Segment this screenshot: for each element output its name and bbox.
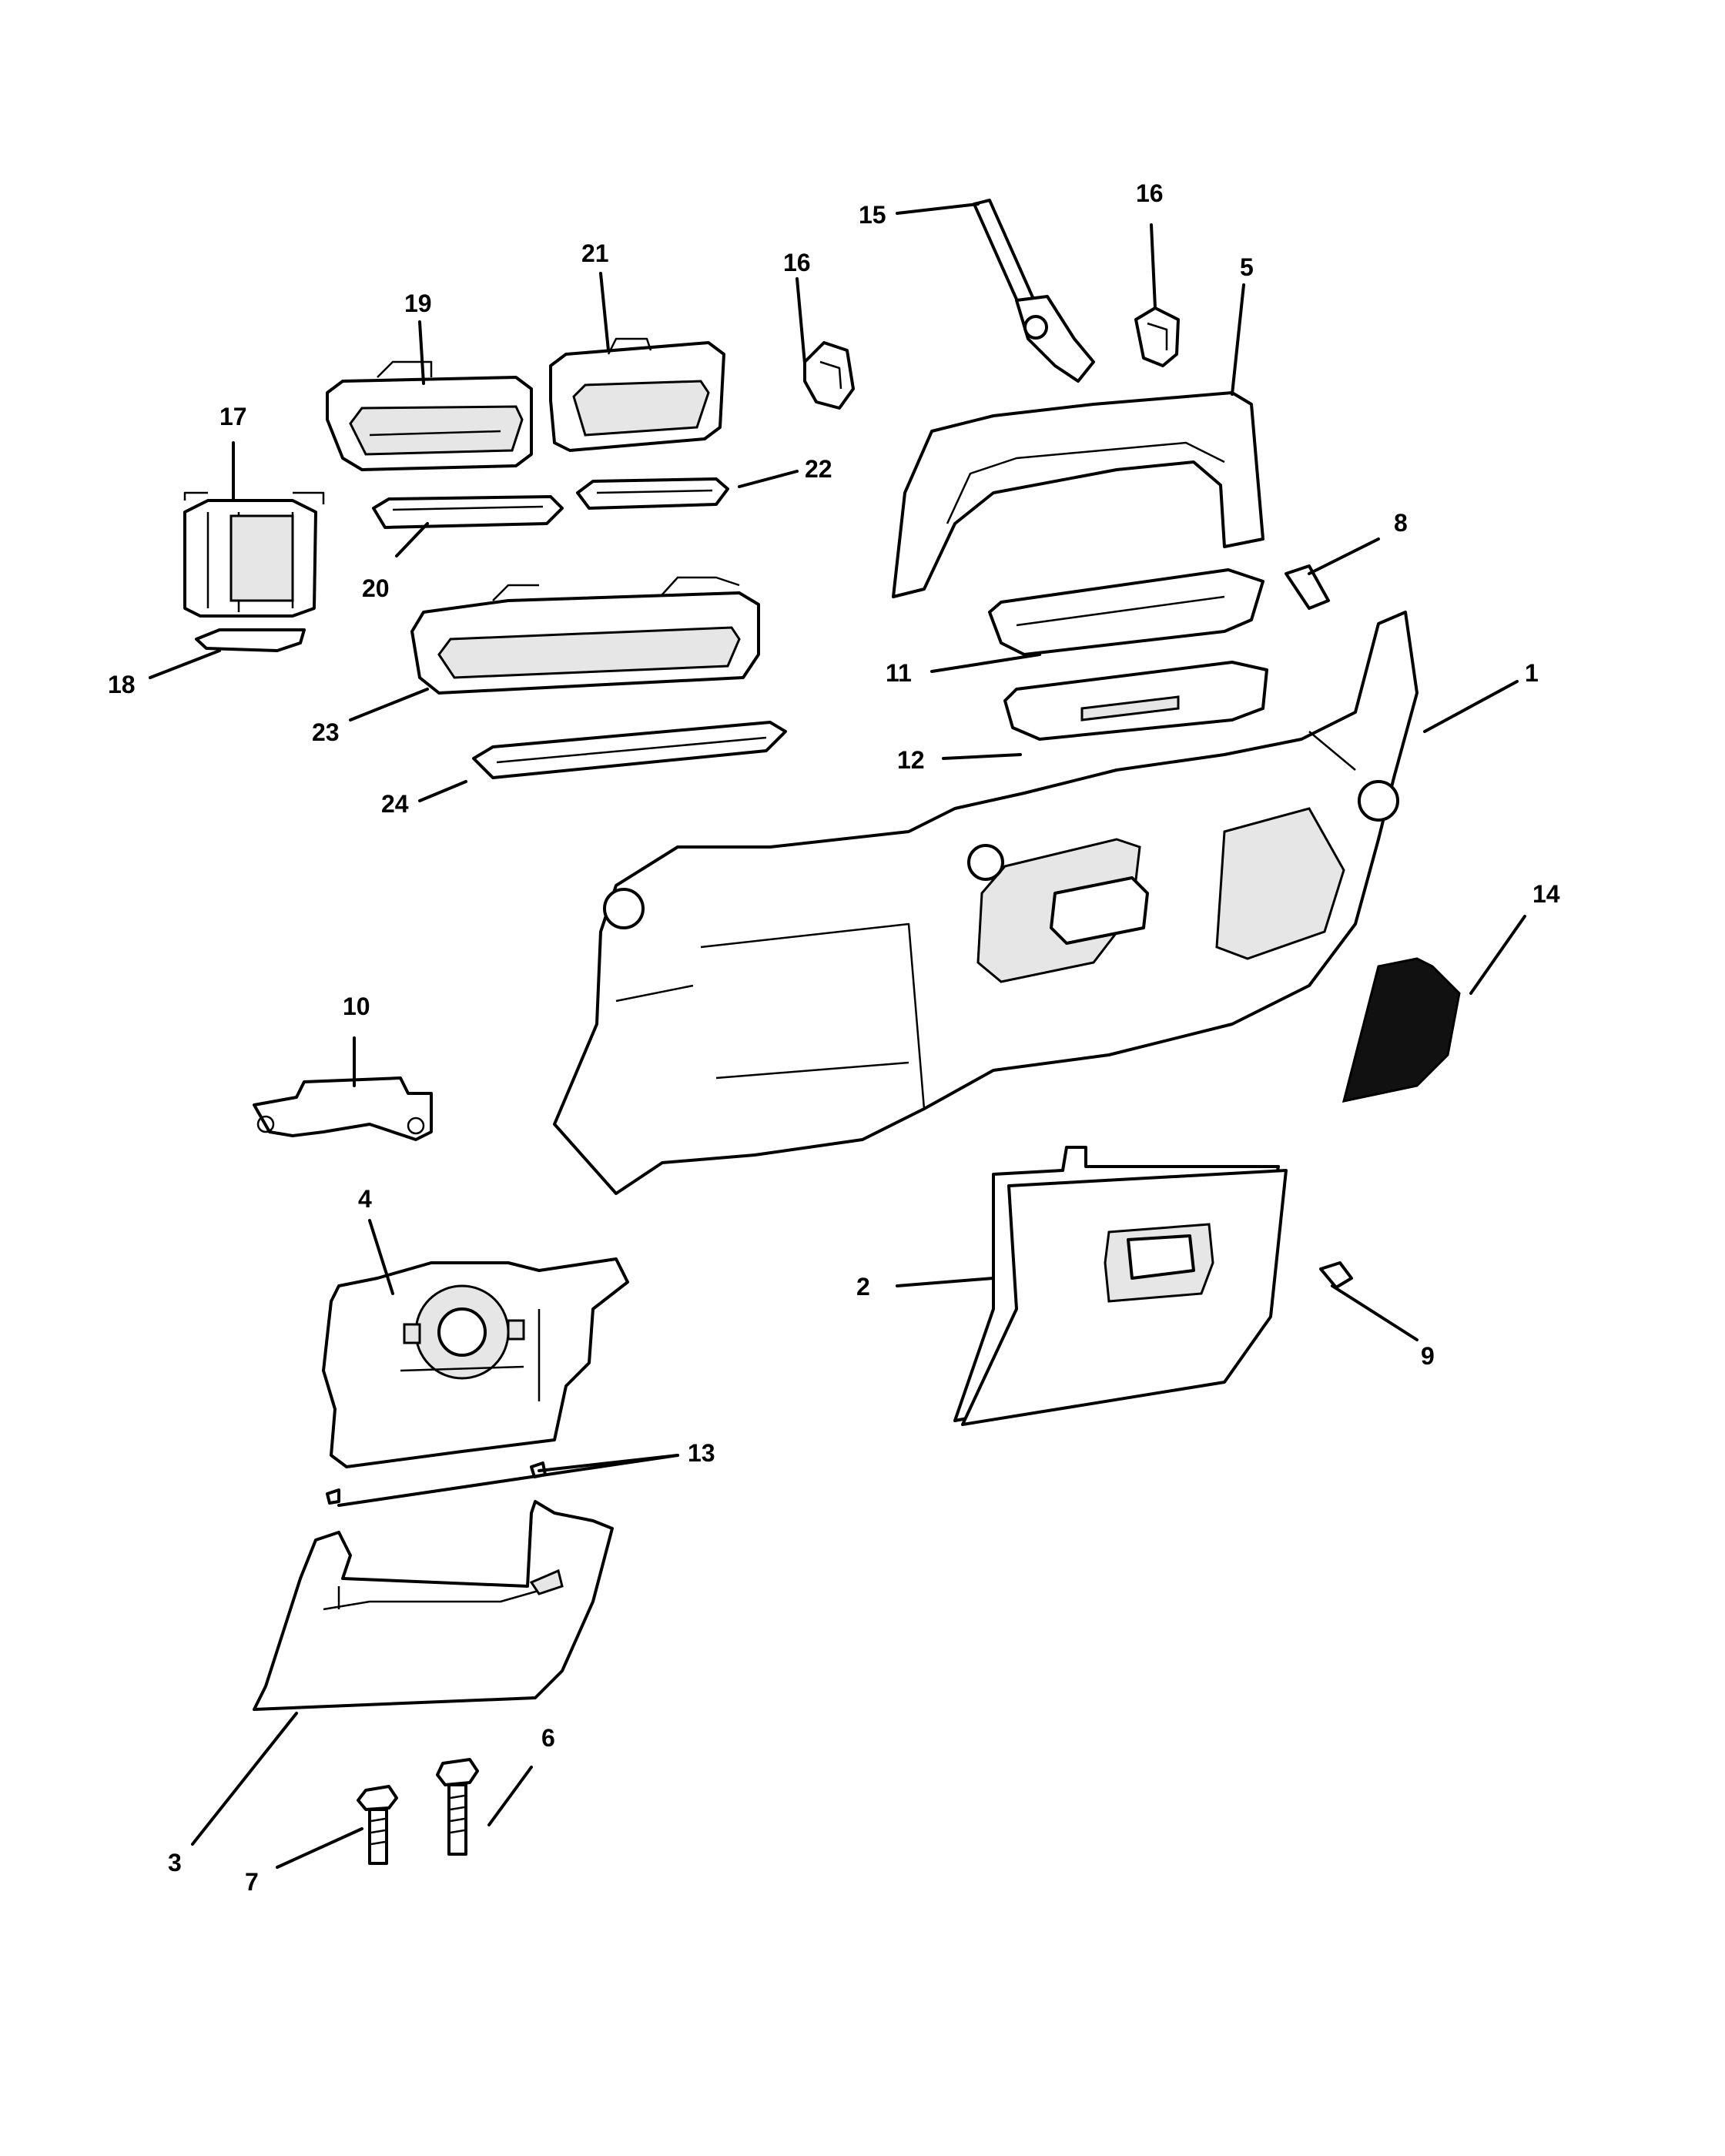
part-17-bracket: [183, 491, 325, 618]
callout-16-right: 16: [1136, 179, 1164, 207]
callout-19: 19: [404, 290, 432, 317]
callout-9: 9: [1421, 1342, 1435, 1370]
callout-12: 12: [897, 746, 925, 774]
part-10-bracket: [253, 1076, 433, 1141]
callout-18: 18: [108, 671, 136, 698]
part-18-trim: [195, 628, 306, 652]
callout-6: 6: [541, 1724, 555, 1752]
part-11-trim: [988, 568, 1264, 656]
part-20-vent-bezel: [372, 495, 564, 529]
part-8-clip: [1285, 564, 1330, 610]
part-2-glove-box: [953, 1146, 1288, 1426]
callout-16-left: 16: [783, 249, 811, 276]
part-21-vent-housing: [549, 337, 725, 452]
part-9-clip: [1319, 1261, 1353, 1289]
part-16-clip-left: [803, 341, 855, 410]
part-22-vent-bezel: [576, 477, 729, 510]
part-5-upper-pad: [892, 391, 1264, 598]
callout-10: 10: [343, 993, 370, 1020]
callout-17: 17: [219, 403, 247, 430]
part-1-instrument-panel: [553, 611, 1419, 1195]
part-15-lever: [973, 199, 1095, 383]
callout-7: 7: [245, 1868, 259, 1896]
callout-1: 1: [1525, 659, 1539, 687]
callout-labels: 15 16 16 5 21 19 17 22 8 20 11 1 18 23 1…: [108, 179, 1560, 1896]
callout-20: 20: [362, 574, 390, 602]
part-19-vent-housing: [326, 360, 533, 471]
part-14-side-trim: [1341, 957, 1461, 1103]
callout-23: 23: [312, 718, 340, 746]
callout-2: 2: [856, 1273, 870, 1301]
callout-14: 14: [1532, 880, 1560, 908]
leader-lines: [149, 203, 1526, 1869]
part-7-bolt: [357, 1785, 398, 1865]
part-23-center-vent: [410, 576, 760, 695]
callout-21: 21: [581, 239, 609, 267]
callout-13: 13: [688, 1439, 715, 1467]
part-24-center-bezel: [472, 721, 787, 779]
callout-4: 4: [358, 1185, 372, 1213]
part-6-bolt: [436, 1758, 479, 1856]
part-12-nameplate: [1003, 661, 1268, 741]
callout-8: 8: [1394, 509, 1408, 537]
part-4-column-cover: [322, 1257, 629, 1468]
callout-15: 15: [859, 201, 886, 229]
part-16-clip-right: [1134, 306, 1180, 367]
callout-24: 24: [381, 790, 409, 818]
callout-22: 22: [805, 455, 832, 483]
callout-5: 5: [1240, 253, 1254, 281]
callout-3: 3: [168, 1849, 182, 1876]
callout-11: 11: [886, 659, 912, 687]
part-3-knee-bolster: [253, 1500, 614, 1711]
part-13-clips: [326, 1461, 547, 1505]
